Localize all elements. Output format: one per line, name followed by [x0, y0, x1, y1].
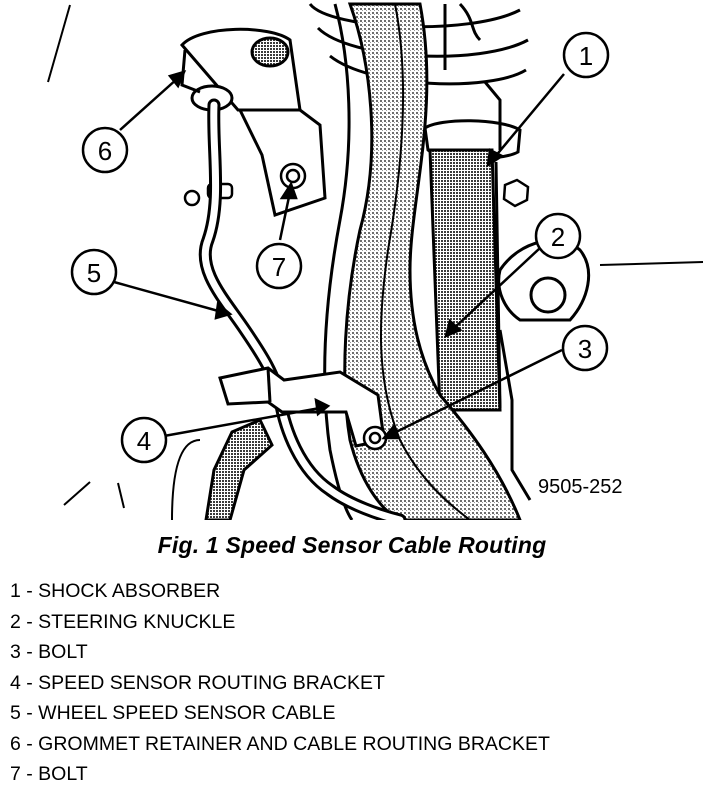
steering-knuckle [497, 238, 591, 501]
legend-item: 1 - SHOCK ABSORBER [10, 580, 221, 602]
figure-caption: Fig. 1 Speed Sensor Cable Routing [157, 532, 547, 558]
cable-conduit [204, 418, 274, 520]
legend-item: 4 - SPEED SENSOR ROUTING BRACKET [10, 671, 385, 694]
callout-1-label: 1 [579, 41, 593, 71]
callout-3: 3 [561, 324, 609, 372]
callout-5-label: 5 [87, 258, 101, 288]
wheel-speed-sensor-cable [198, 98, 407, 520]
callout-6-label: 6 [98, 136, 112, 166]
callout-2: 2 [534, 212, 582, 260]
grommet-retainer-bracket [179, 27, 327, 217]
hex-nut [502, 178, 530, 208]
callout-2-label: 2 [551, 222, 565, 252]
callout-4-label: 4 [137, 426, 151, 456]
legend-list: 1 - SHOCK ABSORBER 2 - STEERING KNUCKLE … [10, 576, 550, 790]
strut-tube [323, 2, 522, 520]
legend-item: 5 - WHEEL SPEED SENSOR CABLE [10, 702, 336, 724]
legend-item: 2 - STEERING KNUCKLE [10, 610, 236, 633]
legend-item: 3 - BOLT [10, 641, 88, 663]
bolt-7 [279, 162, 307, 190]
leader-lines [113, 70, 565, 440]
callout-5: 5 [70, 248, 118, 296]
callout-3-label: 3 [578, 334, 592, 364]
lower-contour [171, 439, 201, 520]
callout-7: 7 [255, 242, 303, 290]
callout-1: 1 [562, 31, 610, 79]
callout-7-label: 7 [272, 252, 286, 282]
callout-4: 4 [120, 416, 168, 464]
legend-item: 7 - BOLT [10, 763, 88, 785]
legend-item: 6 - GROMMET RETAINER AND CABLE ROUTING B… [10, 732, 550, 755]
shock-absorber [423, 81, 522, 412]
callout-6: 6 [81, 126, 129, 174]
cable-clip [183, 182, 234, 207]
speed-sensor-cable-illustration: 1 2 3 4 5 6 7 9505-252 [47, 2, 704, 520]
figure-id: 9505-252 [538, 476, 623, 498]
edge-strokes [47, 4, 704, 509]
